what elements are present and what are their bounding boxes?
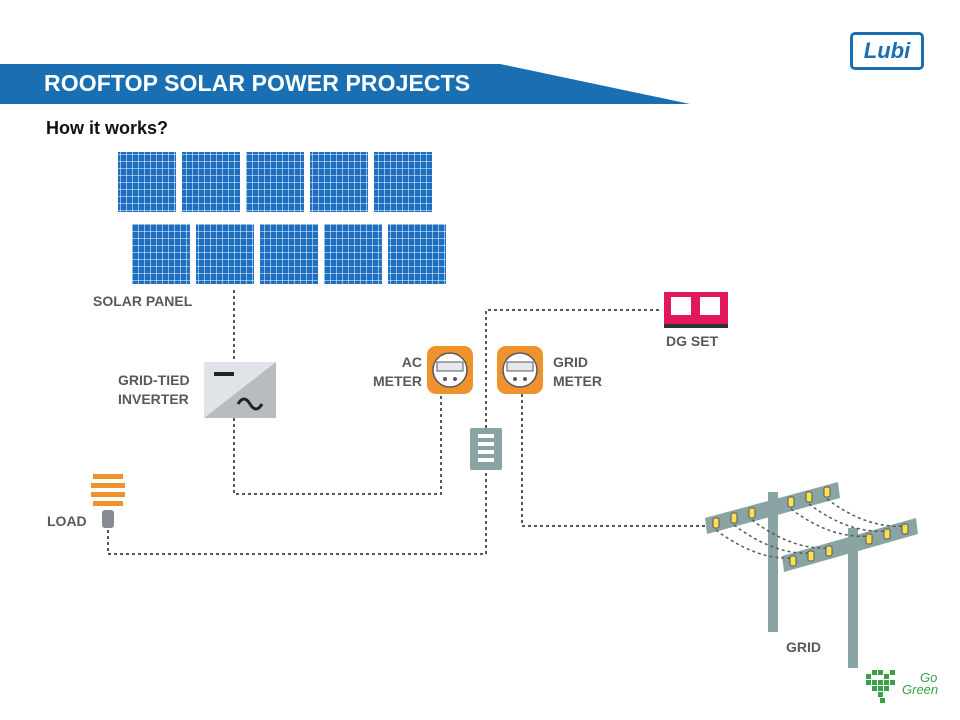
grid-meter-label: GRID METER xyxy=(553,353,602,391)
inverter-label-line2: INVERTER xyxy=(118,391,189,407)
go-green-line1: Go xyxy=(920,670,938,685)
page-title: ROOFTOP SOLAR POWER PROJECTS xyxy=(44,70,471,96)
ac-meter-label-line1: AC xyxy=(401,354,422,370)
solar-panel-array xyxy=(118,152,446,284)
grid-meter-label-line2: METER xyxy=(553,373,602,389)
wiring xyxy=(107,290,708,555)
grid-pole-icon xyxy=(705,482,918,668)
go-green-badge-icon xyxy=(866,670,895,703)
ac-meter-label: AC METER xyxy=(368,353,422,391)
go-green-line2: Green xyxy=(902,682,939,697)
inverter-label-line1: GRID-TIED xyxy=(118,372,190,388)
go-green-text: Go Green xyxy=(902,670,939,697)
lubi-logo: Lubi xyxy=(850,32,924,70)
distribution-box-icon xyxy=(470,428,502,470)
page-subtitle: How it works? xyxy=(46,118,169,138)
ac-meter-label-line2: METER xyxy=(373,373,422,389)
inverter-label: GRID-TIED INVERTER xyxy=(118,371,190,409)
solar-panel-label: SOLAR PANEL xyxy=(93,293,193,309)
load-bulb-icon xyxy=(91,474,125,528)
ac-meter-icon xyxy=(427,346,473,394)
load-label: LOAD xyxy=(47,513,87,529)
grid-label: GRID xyxy=(786,639,821,655)
grid-meter-label-line1: GRID xyxy=(553,354,588,370)
grid-meter-icon xyxy=(497,346,543,394)
dg-set-label: DG SET xyxy=(666,333,719,349)
inverter-icon xyxy=(204,362,276,418)
dg-set-icon xyxy=(664,292,728,328)
header-banner xyxy=(0,64,690,104)
